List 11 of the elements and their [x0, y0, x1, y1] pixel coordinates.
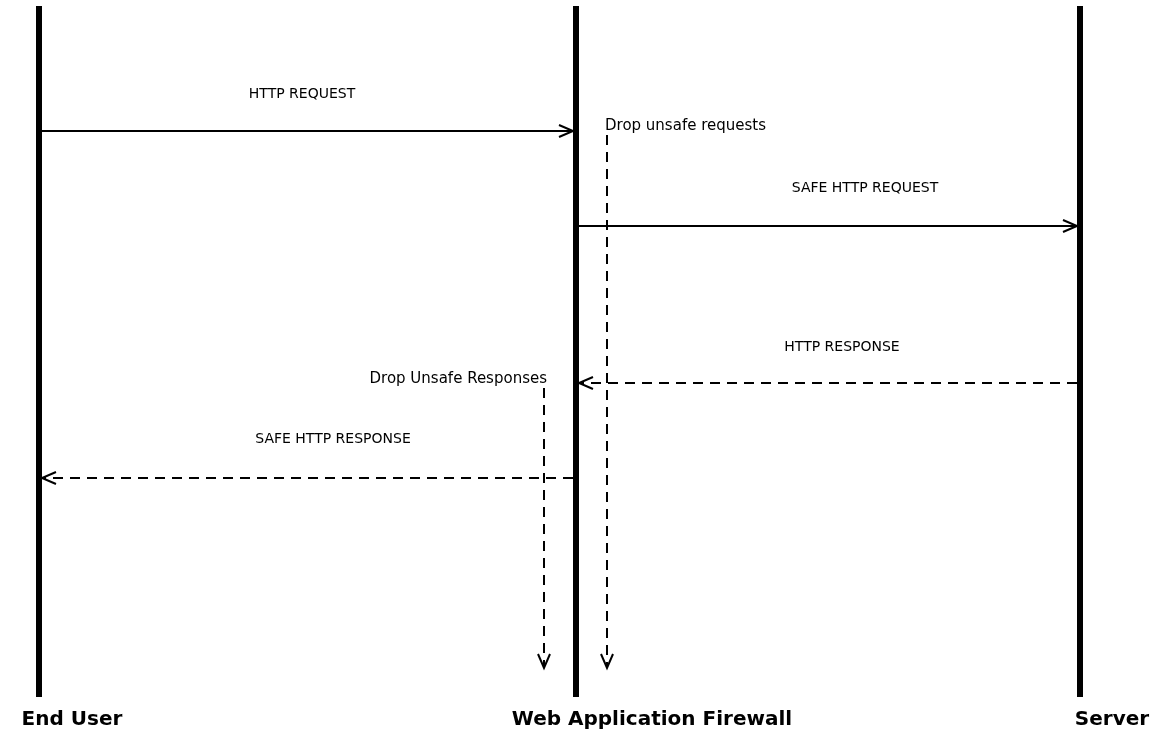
arrow	[578, 376, 1078, 390]
lifeline-label: End User	[20, 708, 124, 728]
note-text: Drop unsafe requests	[605, 115, 805, 135]
arrow	[600, 134, 614, 669]
note-text: Drop Unsafe Responses	[270, 368, 547, 388]
lifeline-label: Server	[1073, 708, 1151, 728]
arrow	[41, 124, 574, 138]
arrow	[41, 471, 574, 485]
arrow	[537, 387, 551, 669]
lifeline-label: Web Application Firewall	[510, 708, 794, 728]
arrow	[578, 219, 1078, 233]
